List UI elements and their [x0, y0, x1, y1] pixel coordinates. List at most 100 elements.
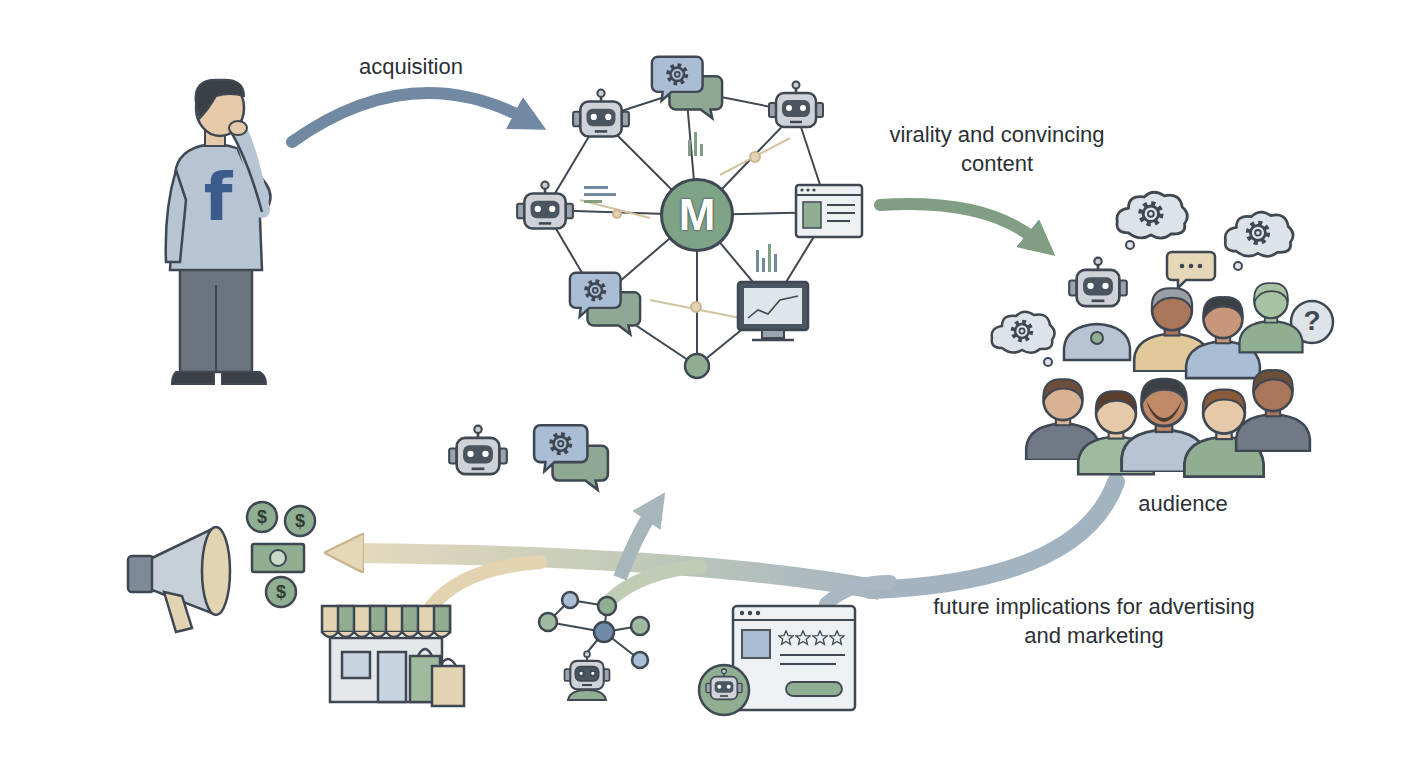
network-icons [796, 185, 862, 237]
megaphone-money [252, 544, 304, 572]
network-icons [748, 296, 798, 318]
shop-icon [434, 606, 450, 632]
coin-symbol: $ [288, 511, 312, 531]
network-icons [517, 182, 573, 229]
shop-icon [322, 632, 450, 637]
agent-network [750, 152, 760, 162]
network-icons [744, 288, 802, 324]
agent-network [545, 90, 829, 366]
question-mark: ? [1297, 306, 1327, 336]
shop-icon [330, 638, 442, 702]
flow-arrow [432, 562, 540, 606]
network-icons [756, 250, 759, 272]
review-window [779, 631, 793, 645]
coin-symbol: $ [269, 582, 293, 602]
flow-arrow [870, 482, 1116, 590]
shop-icon [370, 606, 386, 632]
person-figure [166, 80, 271, 384]
audience-crowd [1167, 252, 1215, 288]
audience-crowd [1189, 264, 1194, 269]
chat-agent [449, 426, 507, 475]
hub-circle: M [660, 178, 734, 252]
shop-icon [378, 652, 406, 702]
review-window [699, 665, 749, 715]
person-figure [215, 285, 217, 372]
network-robot [539, 592, 649, 700]
agent-network [685, 354, 709, 378]
network-robot [562, 592, 578, 608]
coin-symbol: $ [250, 507, 274, 527]
network-icons [584, 193, 616, 196]
review-window [780, 663, 836, 665]
audience-crowd [1240, 283, 1303, 352]
person-figure [222, 372, 266, 384]
audience-crowd [1225, 212, 1293, 256]
review-window [796, 631, 810, 645]
shop-icon [402, 606, 418, 632]
chat-agent [534, 425, 608, 490]
brand-logo: f [188, 163, 248, 233]
flow-label: acquisition [301, 52, 521, 81]
network-icons [806, 188, 809, 191]
audience-crowd [1117, 192, 1187, 238]
network-robot [539, 613, 557, 631]
megaphone-money [128, 502, 315, 632]
agent-network [650, 300, 740, 318]
network-icons [774, 254, 777, 272]
audience-crowd [1236, 370, 1310, 451]
flow-arrow [610, 566, 700, 600]
network-robot [632, 652, 648, 668]
network-icons [573, 90, 629, 137]
review-window [786, 682, 842, 696]
network-icons [752, 339, 794, 342]
person-figure [230, 130, 262, 212]
network-icons [803, 202, 821, 228]
network-icons [812, 188, 815, 191]
shop-icon [440, 659, 456, 666]
audience-crowd [1064, 324, 1130, 360]
network-icons [827, 204, 855, 206]
audience-crowd [1091, 332, 1103, 344]
network-robot [568, 690, 606, 700]
person-figure [180, 262, 252, 372]
network-icons [584, 200, 602, 203]
megaphone-money [266, 577, 296, 607]
network-icons [768, 244, 771, 272]
review-window [706, 669, 742, 699]
flow-arrow [620, 512, 652, 578]
network-icons [517, 57, 862, 340]
audience-crowd [992, 312, 1055, 353]
agent-network [545, 90, 829, 378]
group-label: audience [1103, 489, 1263, 518]
megaphone-money [202, 527, 230, 615]
chat-agent [449, 425, 608, 490]
person-figure [172, 372, 214, 384]
agent-network [580, 200, 650, 218]
flow-arrow [292, 93, 524, 142]
network-icons [694, 132, 697, 156]
audience-crowd [1069, 258, 1127, 307]
review-window [830, 631, 844, 645]
review-window [813, 631, 827, 645]
network-icons [796, 194, 862, 196]
shop-icon [432, 666, 464, 706]
network-icons [700, 144, 703, 156]
megaphone-money [247, 502, 277, 532]
network-icons [762, 258, 765, 272]
flow-arrow [880, 204, 1036, 240]
megaphone-money [164, 592, 192, 632]
review-window [733, 606, 855, 710]
flow-label: future implications for advertising and … [924, 592, 1264, 650]
audience-crowd [1234, 262, 1242, 270]
network-icons [584, 186, 608, 189]
network-icons [652, 57, 722, 118]
network-robot [594, 622, 614, 642]
person-figure [166, 170, 186, 262]
review-window [740, 611, 744, 615]
network-robot [565, 651, 610, 689]
flow-arrow [292, 93, 1116, 606]
audience-crowd [1044, 358, 1052, 366]
review-window [756, 611, 760, 615]
